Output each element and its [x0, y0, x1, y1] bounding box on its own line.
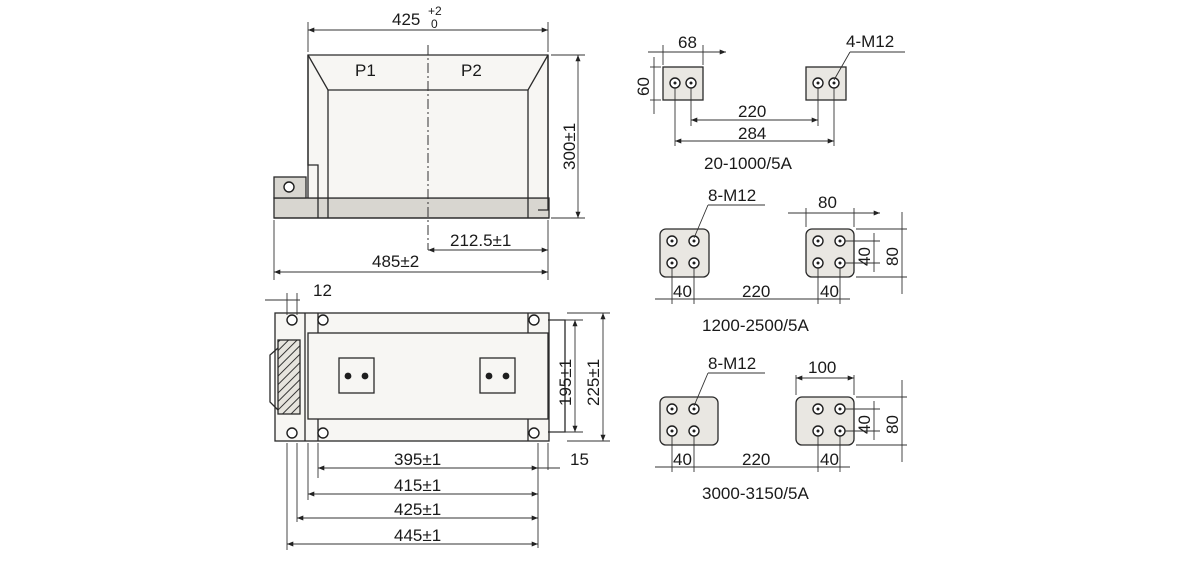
plan-outer-height-label: 225±1	[584, 359, 603, 406]
terminal-c-rating: 3000-3150/5A	[702, 484, 809, 503]
front-base-length-label: 485±2	[372, 252, 419, 271]
terminal-c-pad-height: 80	[883, 415, 902, 434]
terminal-b-pad-width: 80	[818, 193, 837, 212]
terminal-detail-a: 68 60 4-M12 220 284 20-1000/5A	[634, 32, 905, 173]
terminal-c-pad-width: 100	[808, 358, 836, 377]
terminal-pad	[805, 66, 847, 101]
plan-dim-4-label: 445±1	[394, 526, 441, 545]
terminal-b-bolt-pitch-left: 40	[673, 282, 692, 301]
front-view-body	[273, 45, 550, 250]
terminal-pad	[795, 396, 855, 446]
terminal-detail-c: 8-M12 100 40 80 40 220 40 3000-3150/5A	[655, 354, 907, 503]
terminal-c-bolt-pitch-left: 40	[673, 450, 692, 469]
terminal-c-bolt-pitch-v: 40	[855, 415, 874, 434]
terminal-b-bolt-pitch-v: 40	[855, 247, 874, 266]
front-width-tol-lower: 0	[431, 17, 438, 31]
plan-view: 12 195±1 225±1 15 395±1 415±1 425±1 445±…	[265, 281, 610, 550]
terminal-b-spacing: 220	[742, 282, 770, 301]
front-width-label: 425	[392, 10, 420, 29]
terminal-p2-label: P2	[461, 61, 482, 80]
front-view: 425 +2 0 P1 P2 300±1 212.5±1 485±2	[273, 4, 585, 280]
terminal-pad	[659, 228, 710, 278]
terminal-b-bolts: 8-M12	[708, 186, 756, 205]
terminal-a-pad-height: 60	[634, 77, 653, 96]
plan-offset-label: 12	[313, 281, 332, 300]
plan-edge-gap-label: 15	[570, 450, 589, 469]
terminal-c-bolt-pitch-right: 40	[820, 450, 839, 469]
terminal-pad	[659, 396, 719, 446]
terminal-a-bolts: 4-M12	[846, 32, 894, 51]
terminal-b-pad-height: 80	[883, 247, 902, 266]
terminal-a-outer-spacing: 284	[738, 124, 766, 143]
terminal-a-inner-spacing: 220	[738, 102, 766, 121]
front-height-label: 300±1	[560, 123, 579, 170]
terminal-detail-b: 8-M12 80 40 80 40 220 40 1200-2500/5A	[655, 186, 907, 335]
terminal-b-rating: 1200-2500/5A	[702, 316, 809, 335]
plan-view-body	[269, 312, 566, 442]
plan-dim-3-label: 425±1	[394, 500, 441, 519]
front-view-dims	[273, 22, 585, 280]
front-width-tol-upper: +2	[428, 4, 442, 18]
plan-dim-2-label: 415±1	[394, 476, 441, 495]
terminal-c-bolts: 8-M12	[708, 354, 756, 373]
terminal-pad	[662, 66, 704, 101]
plan-dim-1-label: 395±1	[394, 450, 441, 469]
terminal-p1-label: P1	[355, 61, 376, 80]
terminal-a-pad-width: 68	[678, 33, 697, 52]
plan-inner-height-label: 195±1	[556, 359, 575, 406]
front-half-span-label: 212.5±1	[450, 231, 511, 250]
plan-view-dims	[265, 293, 610, 550]
terminal-b-bolt-pitch-right: 40	[820, 282, 839, 301]
terminal-pad	[805, 228, 855, 278]
terminal-a-rating: 20-1000/5A	[704, 154, 793, 173]
terminal-c-spacing: 220	[742, 450, 770, 469]
